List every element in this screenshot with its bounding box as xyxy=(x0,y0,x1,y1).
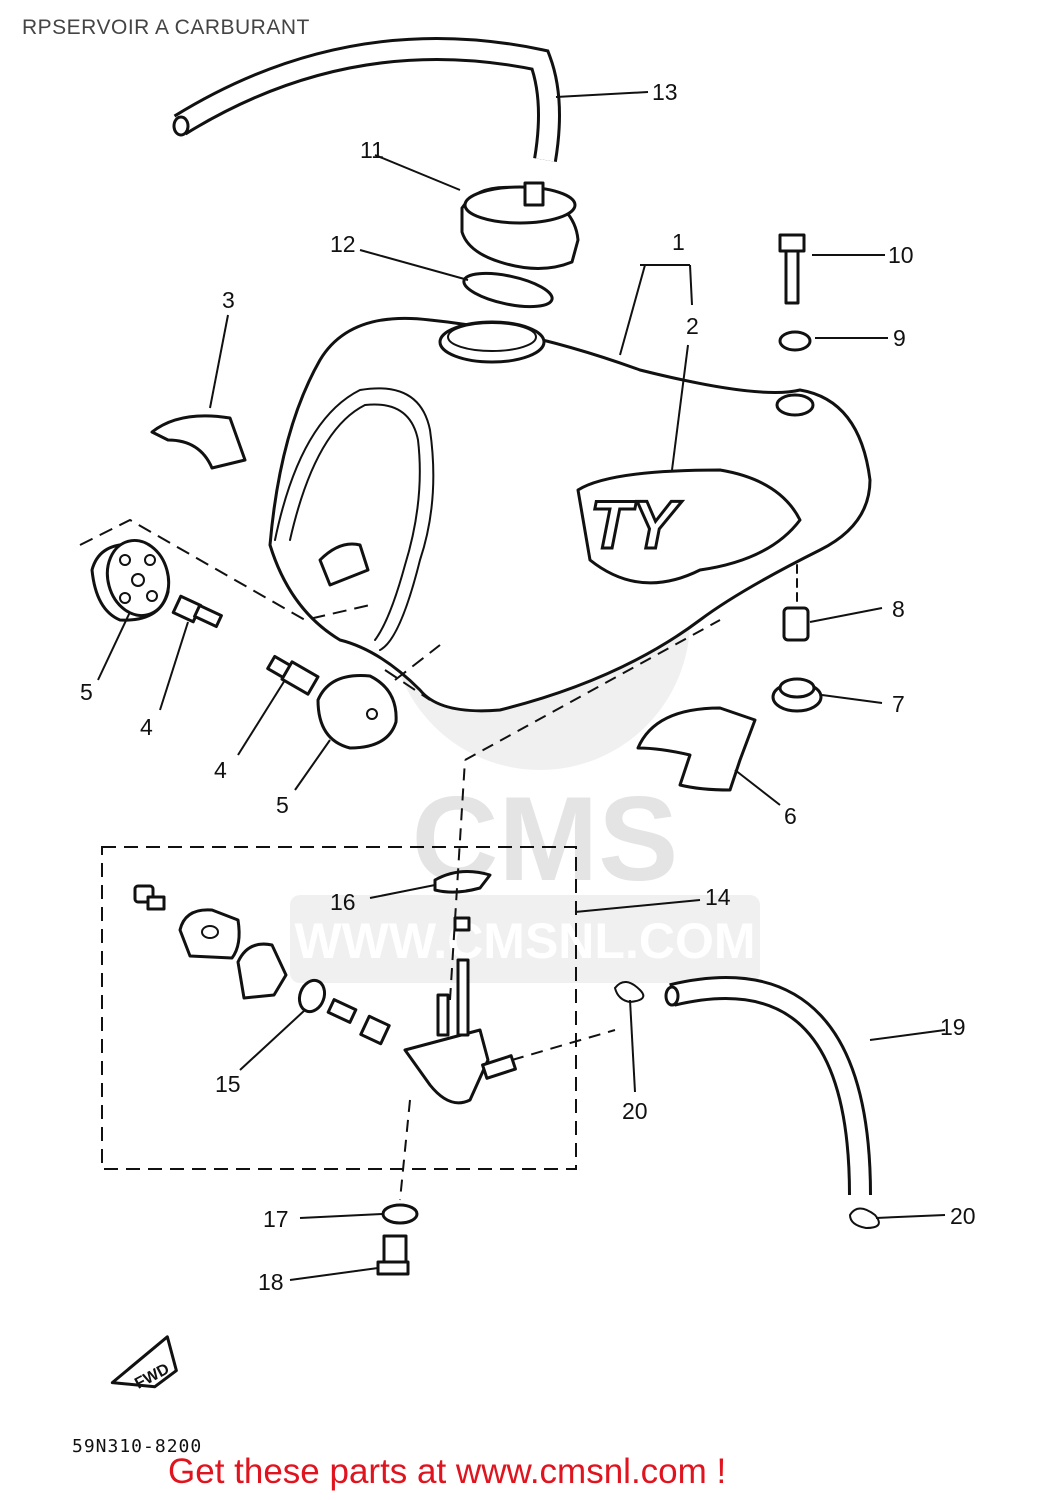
promo-link[interactable]: Get these parts at www.cmsnl.com ! xyxy=(168,1452,727,1491)
page-title: RPSERVOIR A CARBURANT xyxy=(22,16,310,39)
fuel-hose-13 xyxy=(172,37,561,162)
callout-9: 9 xyxy=(893,325,906,351)
callout-4-lower: 4 xyxy=(214,757,227,783)
gasket-12 xyxy=(462,271,554,309)
mount-rubber-3 xyxy=(150,414,247,470)
callout-15: 15 xyxy=(215,1071,241,1097)
drawing-code: 59N310-8200 xyxy=(72,1436,203,1457)
fuel-tank-1: TY xyxy=(268,316,872,713)
callouts: 13 11 12 1 10 2 9 3 8 7 5 4 4 5 6 16 14 … xyxy=(80,79,976,1295)
callout-19: 19 xyxy=(940,1014,966,1040)
fuel-cock-assembly-box xyxy=(101,846,577,1170)
callout-5-upper: 5 xyxy=(80,679,93,705)
callout-14: 14 xyxy=(705,884,731,910)
callout-13: 13 xyxy=(652,79,678,105)
callout-7: 7 xyxy=(892,691,905,717)
tank-logo: TY xyxy=(590,487,683,563)
callout-12: 12 xyxy=(330,231,356,257)
callout-16: 16 xyxy=(330,889,356,915)
callout-17: 17 xyxy=(263,1206,289,1232)
bolt-4-upper xyxy=(171,594,223,629)
damper-5-upper xyxy=(90,538,171,622)
fwd-arrow: FWD xyxy=(110,1335,178,1393)
callout-20-b: 20 xyxy=(950,1203,976,1229)
mount-rubber-6 xyxy=(636,706,757,792)
fuel-cap-11 xyxy=(460,181,580,270)
collar-8 xyxy=(782,606,810,642)
callout-4-upper: 4 xyxy=(140,714,153,740)
fuel-pipe-19 xyxy=(664,976,872,1196)
bolt-10 xyxy=(778,233,806,305)
callout-10: 10 xyxy=(888,242,914,268)
callout-5-lower: 5 xyxy=(276,792,289,818)
clip-20-b xyxy=(848,1207,880,1230)
callout-3: 3 xyxy=(222,287,235,313)
callout-18: 18 xyxy=(258,1269,284,1295)
bolt-4-lower xyxy=(266,654,320,696)
callout-11: 11 xyxy=(360,137,384,163)
grommet-7 xyxy=(771,677,823,713)
clip-20-a xyxy=(613,981,645,1004)
leader-lines xyxy=(97,91,946,1281)
callout-6: 6 xyxy=(784,803,797,829)
callout-8: 8 xyxy=(892,596,905,622)
damper-5-lower xyxy=(316,674,398,750)
callout-20-a: 20 xyxy=(622,1098,648,1124)
washer-17 xyxy=(381,1203,419,1225)
washer-9 xyxy=(778,330,812,352)
callout-2: 2 xyxy=(686,313,699,339)
bolt-18 xyxy=(376,1234,410,1276)
callout-1: 1 xyxy=(672,229,685,255)
fuel-cock-14 xyxy=(133,869,517,1105)
watermark-url: WWW.CMSNL.COM xyxy=(294,913,755,969)
